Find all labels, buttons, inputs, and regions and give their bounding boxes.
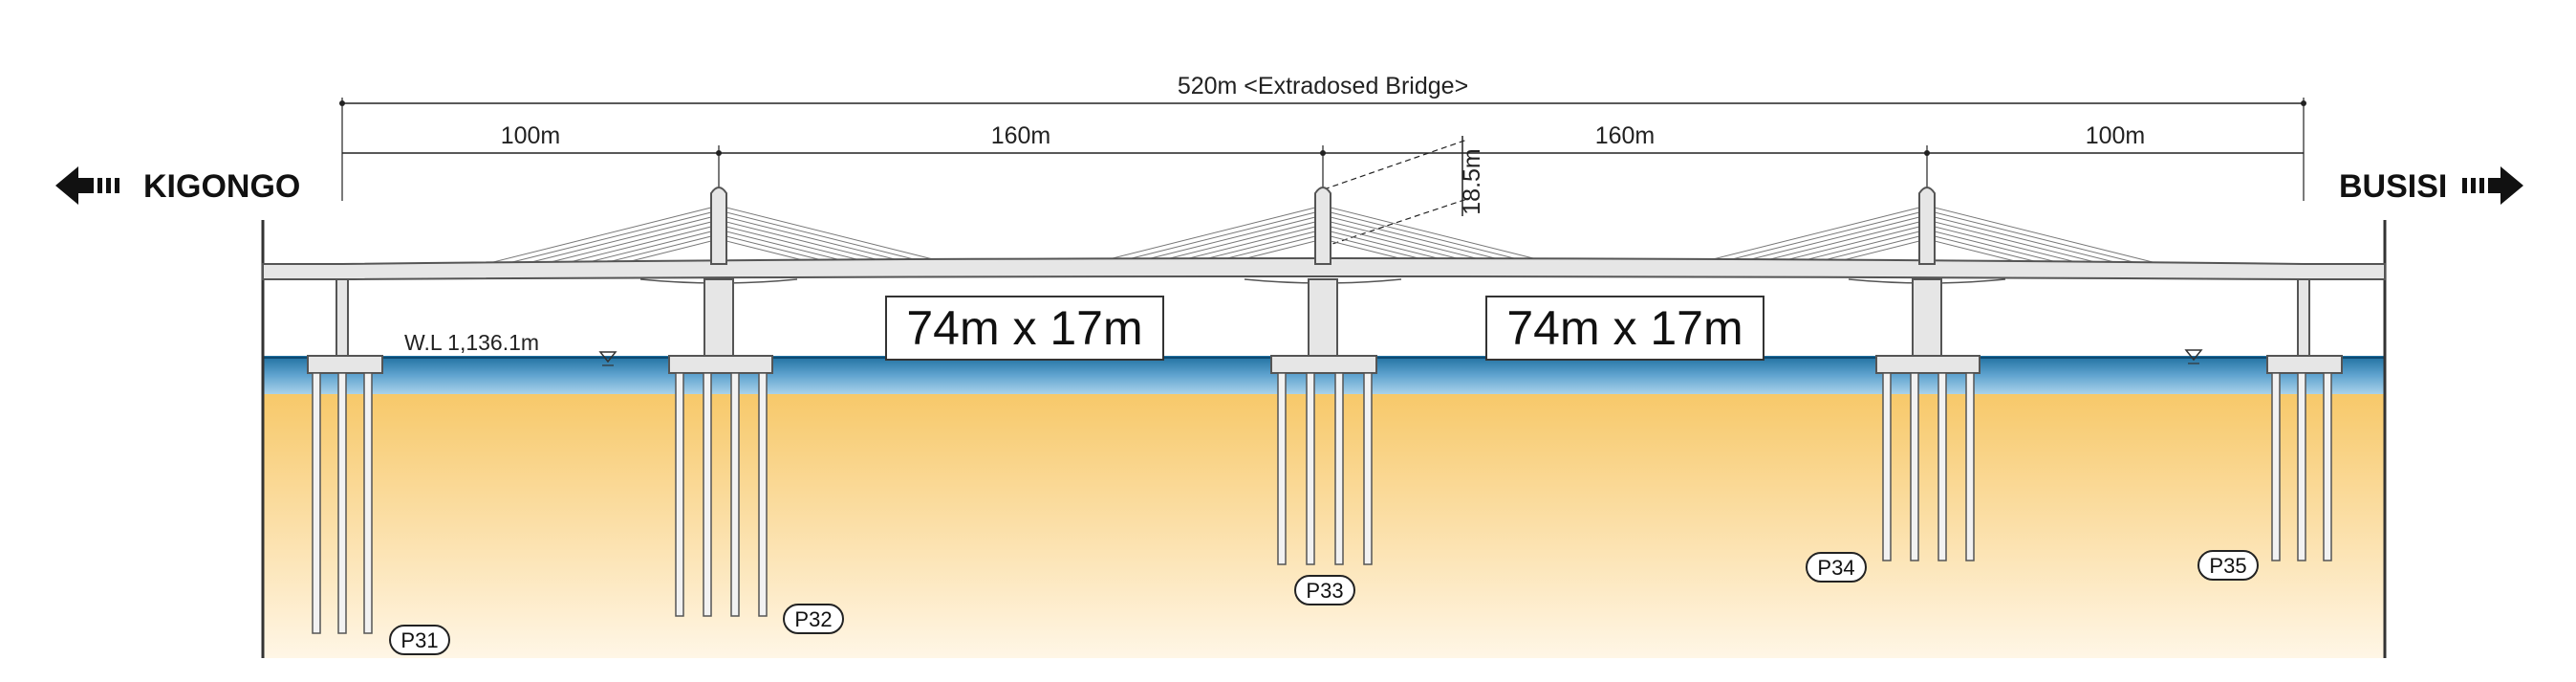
left-arrow-icon — [55, 166, 94, 205]
overall-dimension: 520m <Extradosed Bridge> — [339, 73, 2306, 201]
pile-caps — [307, 355, 2343, 374]
navigation-clearance-2-label: 74m x 17m — [1506, 301, 1743, 355]
svg-text:P33: P33 — [1306, 579, 1343, 603]
overall-length-label: 520m <Extradosed Bridge> — [1178, 73, 1468, 99]
piers — [336, 278, 2310, 357]
navigation-clearance-2: 74m x 17m — [1485, 296, 1764, 361]
navigation-clearance-1-label: 74m x 17m — [906, 301, 1142, 355]
navigation-clearance-1: 74m x 17m — [885, 296, 1164, 361]
pier-label-p31: P31 — [389, 625, 450, 655]
tower-height-label: 18.5m — [1459, 148, 1485, 214]
svg-text:P34: P34 — [1817, 556, 1854, 580]
direction-right-label: BUSISI — [2339, 168, 2447, 205]
soil-layer — [263, 390, 2385, 658]
span-label-2: 160m — [991, 122, 1051, 149]
span-label-1: 100m — [501, 122, 561, 149]
pier-label-p32: P32 — [783, 604, 844, 634]
direction-right: BUSISI — [2339, 166, 2523, 205]
right-arrow-icon — [2488, 166, 2523, 205]
pier-label-p34: P34 — [1806, 552, 1867, 583]
water-level-triangle-icon-right — [2184, 349, 2203, 362]
bridge-deck — [262, 257, 2386, 284]
svg-text:P35: P35 — [2209, 554, 2246, 578]
tower-height-dimension: 18.5m — [1323, 136, 1485, 248]
svg-text:P32: P32 — [794, 607, 832, 631]
water-level-triangle-icon — [598, 351, 617, 363]
direction-left-label: KIGONGO — [143, 168, 300, 205]
span-label-3: 160m — [1595, 122, 1656, 149]
pier-labels: P31 P32 P33 P34 P35 — [389, 550, 2259, 655]
span-label-4: 100m — [2086, 122, 2146, 149]
svg-text:P31: P31 — [400, 628, 438, 652]
water-level-label: W.L 1,136.1m — [404, 330, 539, 355]
pier-label-p33: P33 — [1294, 575, 1355, 605]
span-dimensions: 100m 160m 160m 100m — [342, 122, 2304, 191]
water-level-marker: W.L 1,136.1m — [404, 330, 2203, 366]
direction-left: KIGONGO — [55, 166, 300, 205]
pier-label-p35: P35 — [2197, 550, 2259, 581]
pylons — [710, 187, 1936, 265]
piles — [312, 372, 2332, 634]
